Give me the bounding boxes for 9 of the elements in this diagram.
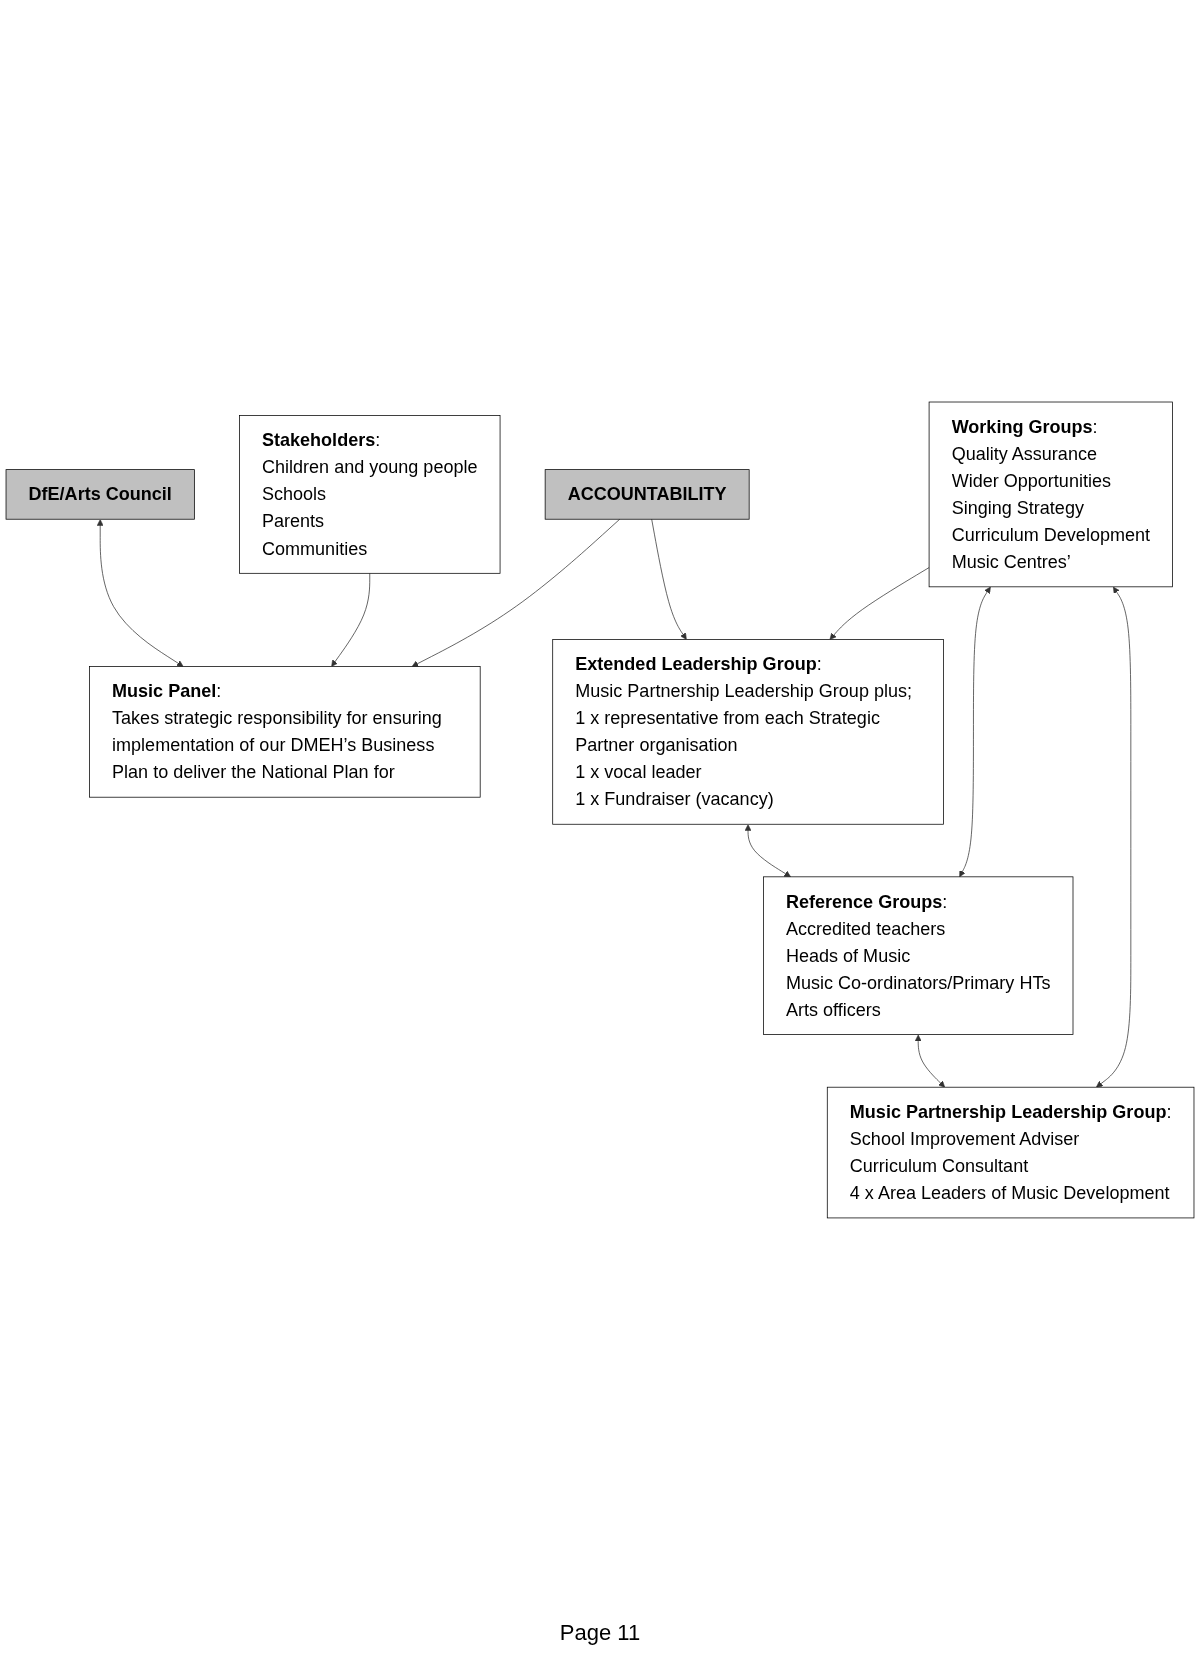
- node-box: Music Partnership Leadership Group: School Improvement Adviser Curriculum Consultant 4 x Area Leaders of Music Development: [826, 1086, 1195, 1219]
- node-box: ACCOUNTABILITY: [544, 469, 750, 520]
- page-number: Page 11: [558, 1620, 642, 1646]
- node-box: DfE/Arts Council: [5, 469, 195, 520]
- node-box: Reference Groups: Accredited teachers Heads of Music Music Co-ordinators/Primary HTs Arts officers: [763, 876, 1074, 1035]
- node-box: Working Groups: Quality Assurance Wider Opportunities Singing Strategy Curriculum Development Music Centres’: [928, 401, 1173, 588]
- node-box: Stakeholders: Children and young people Schools Parents Communities: [239, 415, 501, 574]
- node-box: Extended Leadership Group: Music Partnership Leadership Group plus; 1 x representative from each Strategic Partner organisation 1 x vocal leader 1 x Fundraiser (vacancy): [552, 639, 944, 825]
- node-box: Music Panel: Takes strategic responsibility for ensuring implementation of our DMEH’s Business Plan to deliver the National Plan for: [89, 666, 481, 798]
